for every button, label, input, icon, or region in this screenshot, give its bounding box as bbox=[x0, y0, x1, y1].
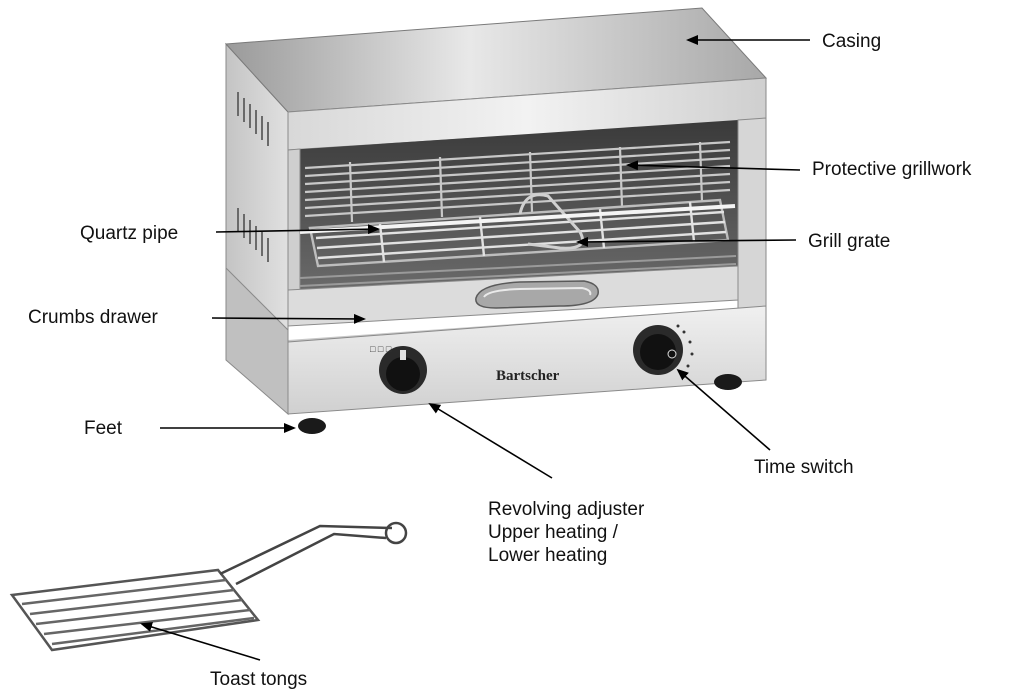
label-revolving-adjuster-line-1: Revolving adjuster bbox=[488, 499, 645, 520]
foot-front-right bbox=[714, 374, 742, 390]
revolving-adjuster-knob: □ □ □ bbox=[370, 344, 427, 394]
leader-revolving-adjuster bbox=[428, 402, 553, 479]
leader-protective-grillwork bbox=[626, 160, 801, 171]
grill-grate bbox=[308, 193, 730, 268]
base-side bbox=[225, 266, 289, 416]
leader-time-switch bbox=[676, 368, 771, 451]
label-revolving-adjuster: Revolving adjuster Upper heating / Lower… bbox=[488, 498, 644, 567]
label-grill-grate: Grill grate bbox=[808, 231, 891, 252]
brand-logo: Bartscher bbox=[496, 368, 560, 384]
label-time-switch: Time switch bbox=[754, 457, 854, 478]
time-switch-knob bbox=[633, 324, 694, 375]
lower-heating-rack bbox=[299, 255, 737, 287]
label-quartz-pipe: Quartz pipe bbox=[80, 223, 179, 244]
leader-quartz-pipe bbox=[215, 224, 380, 235]
leader-lines bbox=[140, 35, 810, 661]
foot-front-left bbox=[298, 418, 326, 434]
toaster: □ □ □ Bartscher bbox=[224, 7, 768, 434]
toast-tongs bbox=[9, 521, 408, 652]
leader-toast-tongs bbox=[140, 622, 261, 661]
label-revolving-adjuster-line-3: Lower heating bbox=[488, 545, 608, 566]
leader-crumbs-drawer bbox=[211, 313, 366, 324]
label-revolving-adjuster-line-2: Upper heating / bbox=[488, 522, 618, 543]
svg-text:□ □ □: □ □ □ bbox=[370, 344, 392, 354]
label-casing: Casing bbox=[822, 31, 882, 52]
label-feet: Feet bbox=[84, 418, 123, 439]
label-crumbs-drawer: Crumbs drawer bbox=[28, 307, 158, 328]
crumbs-drawer-handle bbox=[475, 280, 599, 309]
leader-grill-grate bbox=[576, 236, 797, 247]
label-toast-tongs: Toast tongs bbox=[210, 669, 308, 690]
protective-grillwork bbox=[304, 140, 731, 223]
label-protective-grillwork: Protective grillwork bbox=[812, 159, 972, 180]
